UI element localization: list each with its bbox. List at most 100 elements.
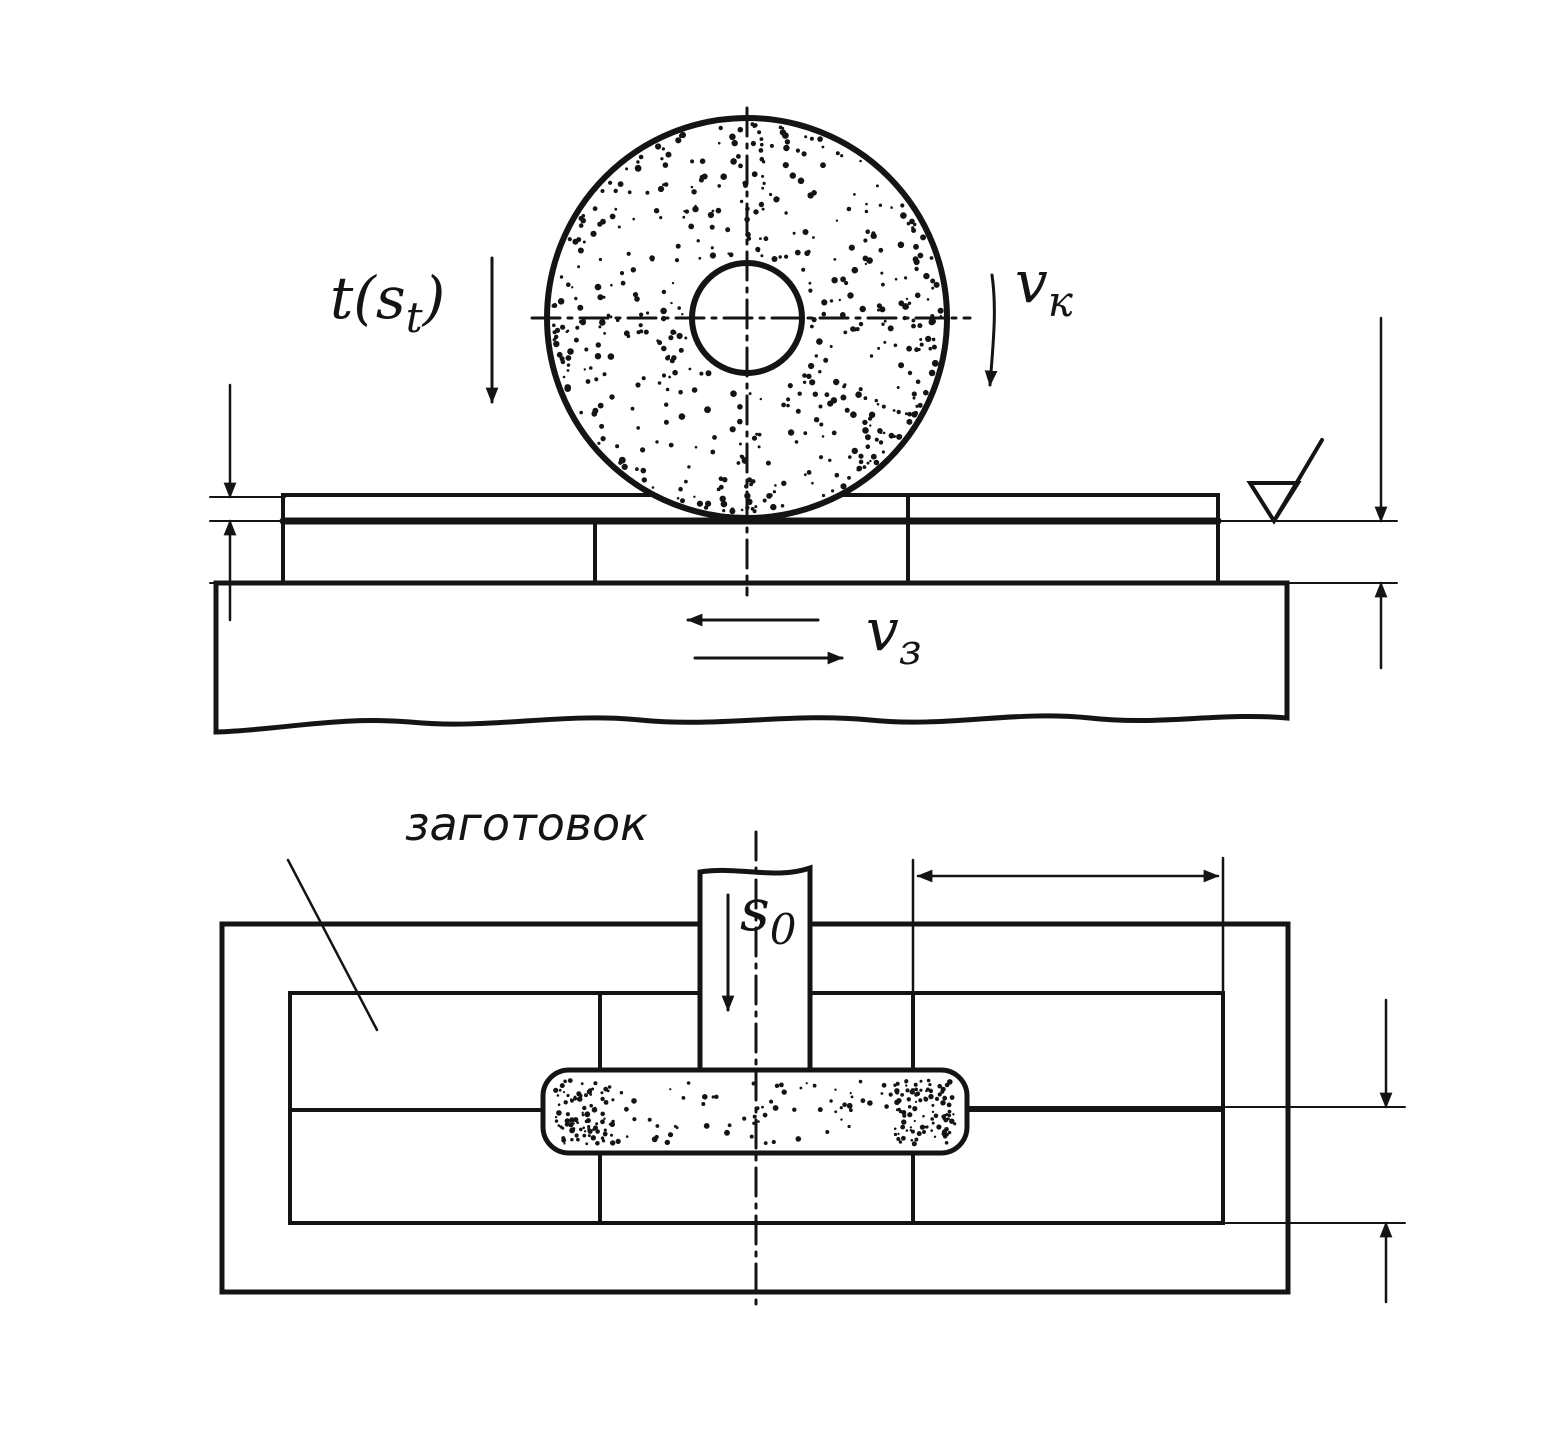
abrasive-grain bbox=[581, 318, 586, 324]
abrasive-grain bbox=[840, 276, 846, 283]
abrasive-grain bbox=[802, 380, 807, 384]
abrasive-grain bbox=[608, 180, 613, 185]
abrasive-grain bbox=[587, 1134, 591, 1138]
abrasive-grain bbox=[750, 507, 755, 511]
abrasive-grain bbox=[934, 1096, 940, 1101]
abrasive-grain bbox=[897, 241, 905, 249]
abrasive-grain bbox=[655, 143, 662, 150]
abrasive-grain bbox=[797, 177, 805, 185]
abrasive-grain bbox=[846, 206, 852, 212]
abrasive-grain bbox=[786, 403, 790, 408]
abrasive-grain bbox=[759, 397, 762, 401]
abrasive-grain bbox=[877, 346, 881, 350]
abrasive-grain bbox=[630, 406, 635, 411]
abrasive-grain bbox=[941, 1114, 946, 1119]
abrasive-grain bbox=[931, 1121, 935, 1125]
abrasive-grain bbox=[881, 1082, 887, 1088]
abrasive-grain bbox=[645, 190, 650, 195]
abrasive-grain bbox=[594, 283, 602, 291]
abrasive-grain bbox=[752, 124, 757, 128]
abrasive-grain bbox=[801, 151, 807, 157]
abrasive-grain bbox=[554, 1119, 559, 1123]
abrasive-grain bbox=[834, 472, 840, 478]
abrasive-grain bbox=[573, 337, 579, 343]
abrasive-grain bbox=[724, 1129, 730, 1135]
abrasive-grain bbox=[730, 158, 737, 165]
abrasive-grain bbox=[589, 1103, 593, 1108]
abrasive-grain bbox=[636, 426, 640, 430]
abrasive-grain bbox=[564, 385, 571, 393]
abrasive-grain bbox=[833, 258, 837, 261]
abrasive-grain bbox=[865, 202, 868, 206]
abrasive-grain bbox=[943, 1117, 949, 1123]
abrasive-grain bbox=[681, 313, 684, 316]
abrasive-grain bbox=[566, 1124, 569, 1127]
abrasive-grain bbox=[850, 326, 856, 332]
abrasive-grain bbox=[925, 335, 932, 342]
abrasive-grain bbox=[761, 186, 765, 190]
abrasive-grain bbox=[654, 1134, 659, 1140]
abrasive-grain bbox=[615, 444, 620, 449]
abrasive-grain bbox=[940, 1100, 946, 1106]
abrasive-grain bbox=[893, 343, 898, 348]
abrasive-grain bbox=[896, 409, 901, 415]
abrasive-grain bbox=[808, 362, 815, 370]
abrasive-grain bbox=[573, 1117, 579, 1123]
abrasive-grain bbox=[590, 1135, 596, 1141]
abrasive-grain bbox=[698, 177, 704, 183]
abrasive-grain bbox=[808, 281, 812, 285]
abrasive-grain bbox=[599, 423, 605, 429]
abrasive-grain bbox=[720, 500, 728, 508]
abrasive-grain bbox=[703, 1123, 710, 1129]
abrasive-grain bbox=[570, 1098, 573, 1101]
abrasive-grain bbox=[909, 1089, 915, 1095]
abrasive-grain bbox=[835, 151, 840, 156]
abrasive-grain bbox=[570, 1138, 574, 1142]
abrasive-grain bbox=[558, 1088, 562, 1092]
abrasive-grain bbox=[677, 306, 681, 310]
abrasive-grain bbox=[799, 1086, 803, 1090]
abrasive-grain bbox=[740, 508, 744, 512]
abrasive-grain bbox=[563, 1079, 567, 1084]
abrasive-grain bbox=[705, 500, 712, 507]
abrasive-grain bbox=[911, 1141, 917, 1147]
abrasive-grain bbox=[585, 1142, 589, 1146]
abrasive-grain bbox=[863, 238, 868, 243]
abrasive-grain bbox=[882, 431, 886, 435]
abrasive-grain bbox=[917, 323, 923, 329]
abrasive-grain bbox=[630, 267, 636, 273]
abrasive-grain bbox=[858, 387, 863, 392]
abrasive-grain bbox=[946, 1102, 952, 1108]
abrasive-grain bbox=[858, 1079, 863, 1084]
abrasive-grain bbox=[915, 379, 921, 385]
abrasive-grain bbox=[755, 432, 759, 436]
abrasive-grain bbox=[565, 355, 572, 361]
abrasive-grain bbox=[821, 311, 827, 317]
abrasive-grain bbox=[617, 225, 621, 229]
abrasive-grain bbox=[877, 428, 883, 434]
abrasive-grain bbox=[901, 1135, 906, 1141]
abrasive-grain bbox=[853, 193, 856, 196]
abrasive-grain bbox=[792, 231, 796, 235]
abrasive-grain bbox=[722, 477, 728, 483]
abrasive-grain bbox=[594, 377, 599, 382]
abrasive-grain bbox=[607, 353, 615, 360]
abrasive-grain bbox=[772, 490, 777, 494]
abrasive-grain bbox=[905, 1084, 908, 1087]
abrasive-grain bbox=[557, 298, 565, 305]
abrasive-grain bbox=[782, 162, 789, 169]
abrasive-grain bbox=[881, 404, 886, 409]
abrasive-grain bbox=[600, 218, 606, 225]
abrasive-grain bbox=[953, 1122, 957, 1126]
abrasive-grain bbox=[904, 412, 908, 416]
abrasive-grain bbox=[579, 410, 583, 415]
abrasive-grain bbox=[690, 159, 695, 164]
abrasive-grain bbox=[905, 1088, 910, 1093]
abrasive-grain bbox=[688, 223, 695, 230]
abrasive-grain bbox=[859, 305, 866, 313]
abrasive-grain bbox=[909, 1126, 913, 1129]
abrasive-grain bbox=[757, 1120, 760, 1123]
abrasive-grain bbox=[551, 304, 556, 308]
depth-feed-label: t(st) bbox=[330, 264, 445, 342]
abrasive-grain bbox=[911, 323, 916, 329]
